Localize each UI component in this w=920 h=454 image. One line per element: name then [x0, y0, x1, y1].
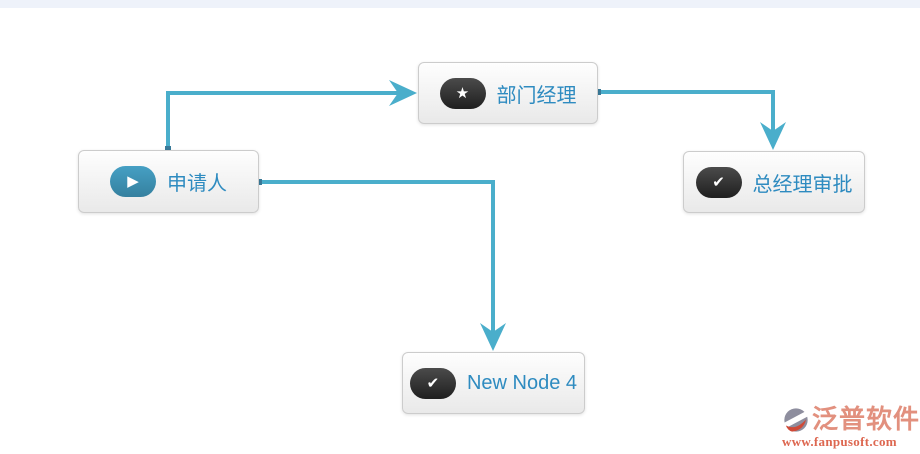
flow-node-dept-manager[interactable]: ★ 部门经理 — [418, 62, 598, 124]
node-label: New Node 4 — [466, 371, 578, 394]
connector-applicant-to-new-node-4[interactable] — [256, 179, 506, 351]
connector-applicant-to-dept-manager[interactable] — [165, 80, 417, 152]
check-icon: ✔ — [409, 367, 456, 399]
watermark-url: www.fanpusoft.com — [782, 434, 897, 449]
flow-node-gm-approval[interactable]: ✔ 总经理审批 — [683, 151, 865, 213]
connector-dept-manager-to-gm-approval[interactable] — [595, 89, 786, 150]
star-icon: ★ — [439, 77, 486, 109]
flow-node-new-node-4[interactable]: ✔ New Node 4 — [402, 352, 585, 414]
star-glyph: ★ — [455, 84, 470, 102]
check-glyph: ✔ — [712, 173, 725, 191]
play-glyph: ▶ — [127, 173, 139, 190]
node-label: 申请人 — [167, 173, 227, 195]
play-icon: ▶ — [110, 166, 156, 197]
node-label: 部门经理 — [496, 84, 577, 107]
fanpu-logo-icon — [782, 407, 810, 432]
check-glyph: ✔ — [426, 374, 440, 392]
watermark-brand: 泛普软件 — [812, 403, 920, 434]
top-bar — [0, 0, 920, 8]
check-icon: ✔ — [695, 166, 742, 198]
node-label: 总经理审批 — [752, 173, 853, 196]
watermark: 泛普软件 www.fanpusoft.com — [782, 403, 920, 450]
flow-node-applicant[interactable]: ▶ 申请人 — [78, 150, 259, 213]
